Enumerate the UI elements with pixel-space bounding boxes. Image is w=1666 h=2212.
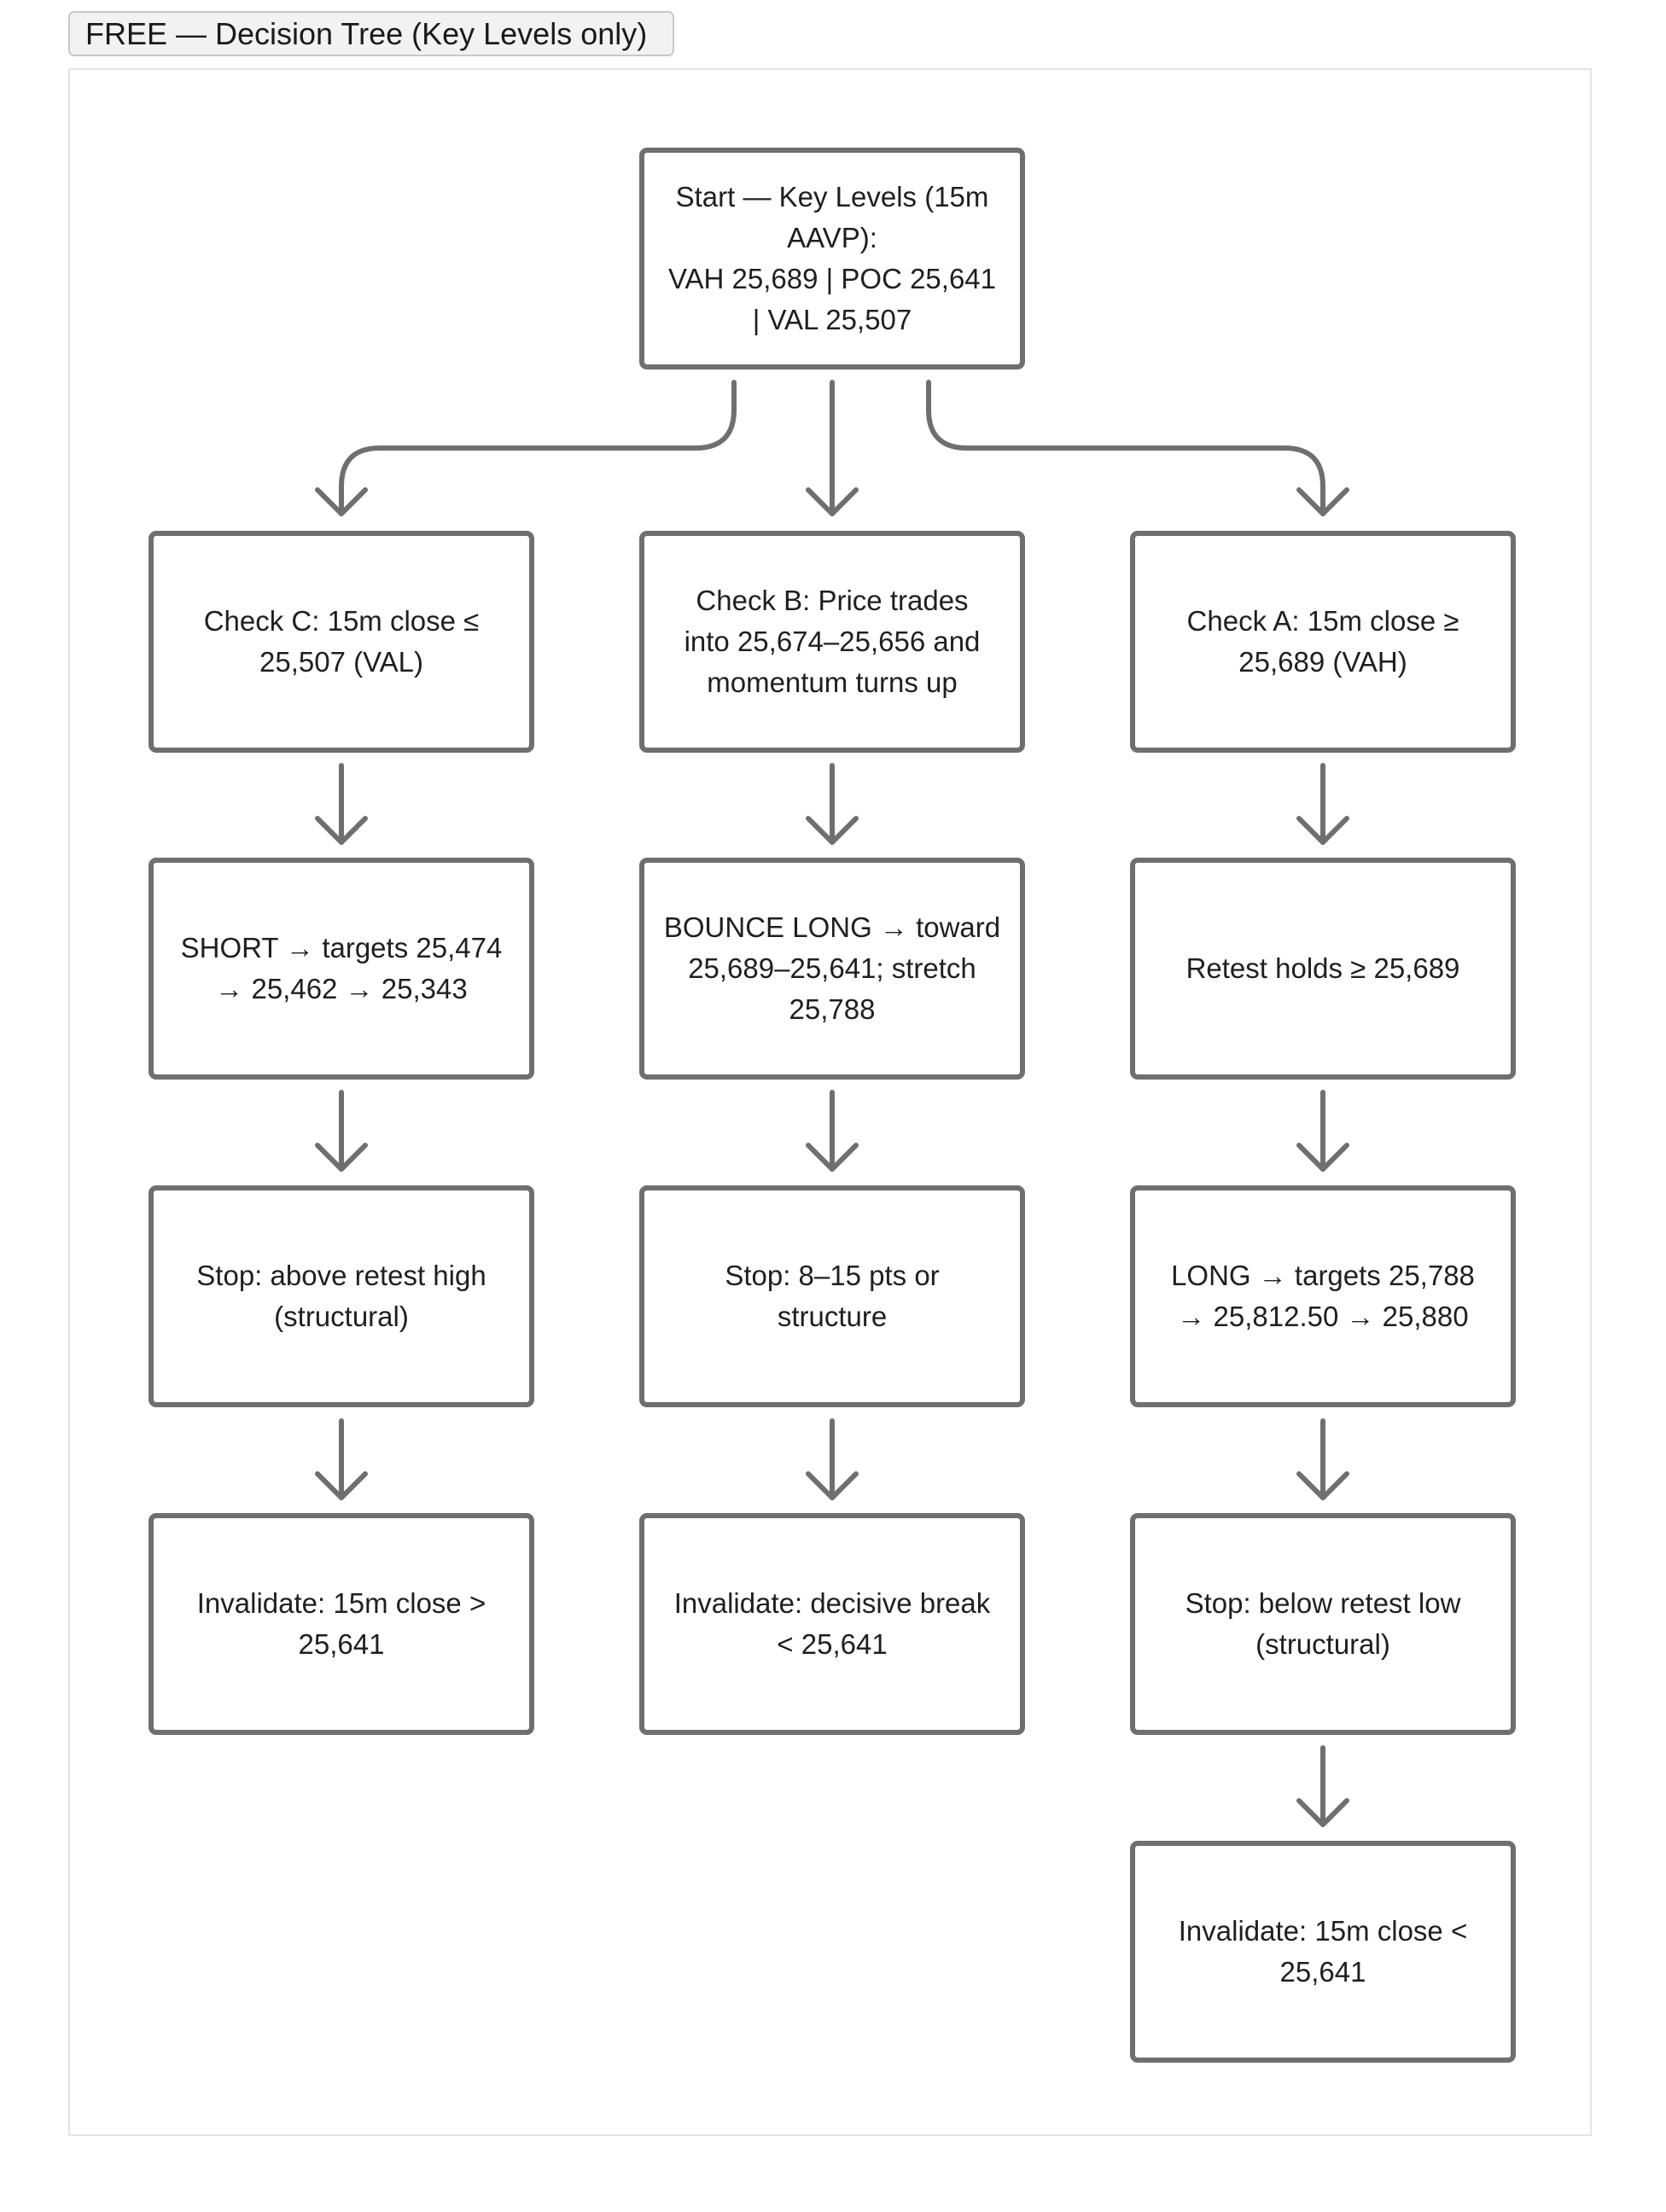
check-b-text: Check B: Price trades into 25,674–25,656… [684,585,981,698]
long-stop-node[interactable]: Stop: below retest low (structural) [1130,1513,1516,1735]
short-action-node[interactable]: SHORT → targets 25,474 → 25,462 → 25,343 [149,858,534,1080]
bounce-invalidate-node[interactable]: Invalidate: decisive break < 25,641 [639,1513,1025,1735]
long-stop-text: Stop: below retest low (structural) [1185,1587,1461,1660]
check-c-node[interactable]: Check C: 15m close ≤ 25,507 (VAL) [149,531,534,753]
long-action-text: LONG → targets 25,788 → 25,812.50 → 25,8… [1171,1260,1475,1332]
diagram-title: FREE — Decision Tree (Key Levels only) [85,15,648,51]
check-c-text: Check C: 15m close ≤ 25,507 (VAL) [203,605,480,678]
start-node-text: Start — Key Levels (15m AAVP): VAH 25,68… [667,181,997,335]
bounce-long-node[interactable]: BOUNCE LONG → toward 25,689–25,641; stre… [639,858,1025,1080]
start-node[interactable]: Start — Key Levels (15m AAVP): VAH 25,68… [639,148,1025,370]
diagram-frame [68,68,1592,2136]
short-stop-text: Stop: above retest high (structural) [196,1260,486,1332]
check-b-node[interactable]: Check B: Price trades into 25,674–25,656… [639,531,1025,753]
check-a-text: Check A: 15m close ≥ 25,689 (VAH) [1186,605,1459,678]
long-invalidate-node[interactable]: Invalidate: 15m close < 25,641 [1130,1841,1516,2063]
retest-holds-text: Retest holds ≥ 25,689 [1185,952,1460,984]
short-invalidate-node[interactable]: Invalidate: 15m close > 25,641 [149,1513,534,1735]
long-invalidate-text: Invalidate: 15m close < 25,641 [1178,1915,1468,1988]
bounce-long-text: BOUNCE LONG → toward 25,689–25,641; stre… [663,911,1001,1025]
bounce-stop-node[interactable]: Stop: 8–15 pts or structure [639,1185,1025,1407]
bounce-stop-text: Stop: 8–15 pts or structure [725,1260,940,1332]
retest-holds-node[interactable]: Retest holds ≥ 25,689 [1130,858,1516,1080]
check-a-node[interactable]: Check A: 15m close ≥ 25,689 (VAH) [1130,531,1516,753]
short-action-text: SHORT → targets 25,474 → 25,462 → 25,343 [180,932,503,1004]
long-action-node[interactable]: LONG → targets 25,788 → 25,812.50 → 25,8… [1130,1185,1516,1407]
short-invalidate-text: Invalidate: 15m close > 25,641 [196,1587,486,1660]
bounce-invalidate-text: Invalidate: decisive break < 25,641 [673,1587,991,1660]
short-stop-node[interactable]: Stop: above retest high (structural) [149,1185,534,1407]
diagram-title-tab[interactable]: FREE — Decision Tree (Key Levels only) [68,11,674,56]
